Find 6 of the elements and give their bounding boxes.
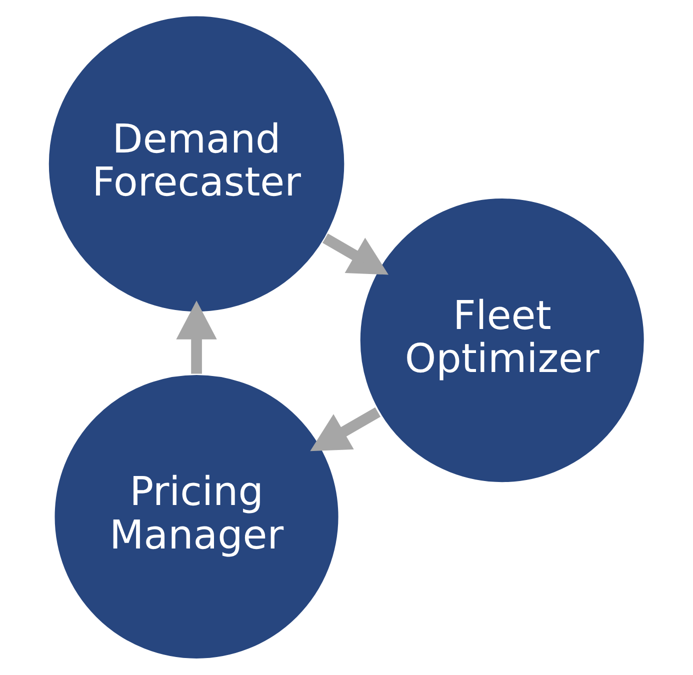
arrow	[322, 234, 389, 275]
arrow	[310, 407, 381, 452]
node-circle: Demand Forecaster	[47, 14, 346, 314]
node-circle: Pricing Manager	[52, 373, 340, 660]
arrow	[176, 300, 217, 374]
node-circle: Fleet Optimizer	[358, 196, 646, 484]
